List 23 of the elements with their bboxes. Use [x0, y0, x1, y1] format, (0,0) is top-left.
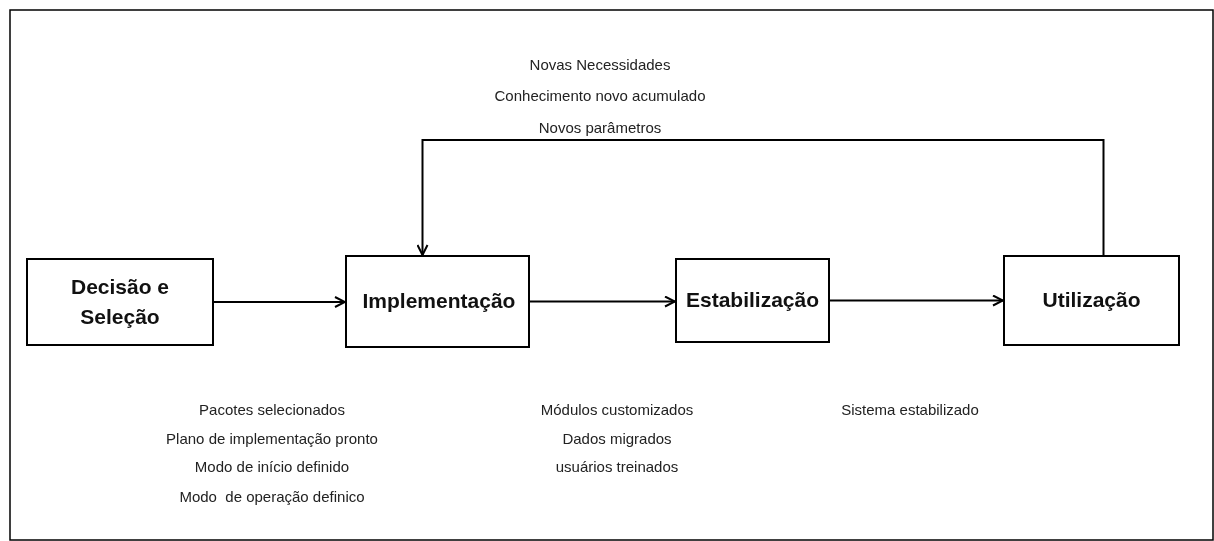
note-text: Novos parâmetros — [538, 119, 662, 136]
note-text: Sistema estabilizado — [841, 401, 979, 418]
process-box — [675, 258, 830, 343]
note-text: Dados migrados — [562, 430, 672, 447]
note-text: usuários treinados — [555, 458, 679, 475]
box-label: Implementação — [362, 288, 513, 315]
arrow — [213, 296, 346, 308]
box-label: Decisão e Seleção — [69, 273, 171, 330]
box-label: Estabilização — [685, 287, 820, 314]
note-text: Modo de início definido — [194, 458, 350, 475]
note-text: Plano de implementação pronto — [166, 430, 378, 447]
process-box — [345, 255, 530, 348]
note-text: Pacotes selecionados — [199, 401, 345, 418]
arrow — [829, 294, 1004, 307]
arrow — [529, 295, 676, 308]
note-text: Novas Necessidades — [529, 56, 671, 73]
note-text: Modo de operação definico — [179, 488, 365, 505]
note-text: Módulos customizados — [540, 401, 694, 418]
process-box — [26, 258, 214, 346]
note-text: Conhecimento novo acumulado — [494, 87, 706, 104]
box-label: Utilização — [1042, 287, 1141, 314]
process-box — [1003, 255, 1180, 346]
arrow — [416, 139, 1105, 256]
